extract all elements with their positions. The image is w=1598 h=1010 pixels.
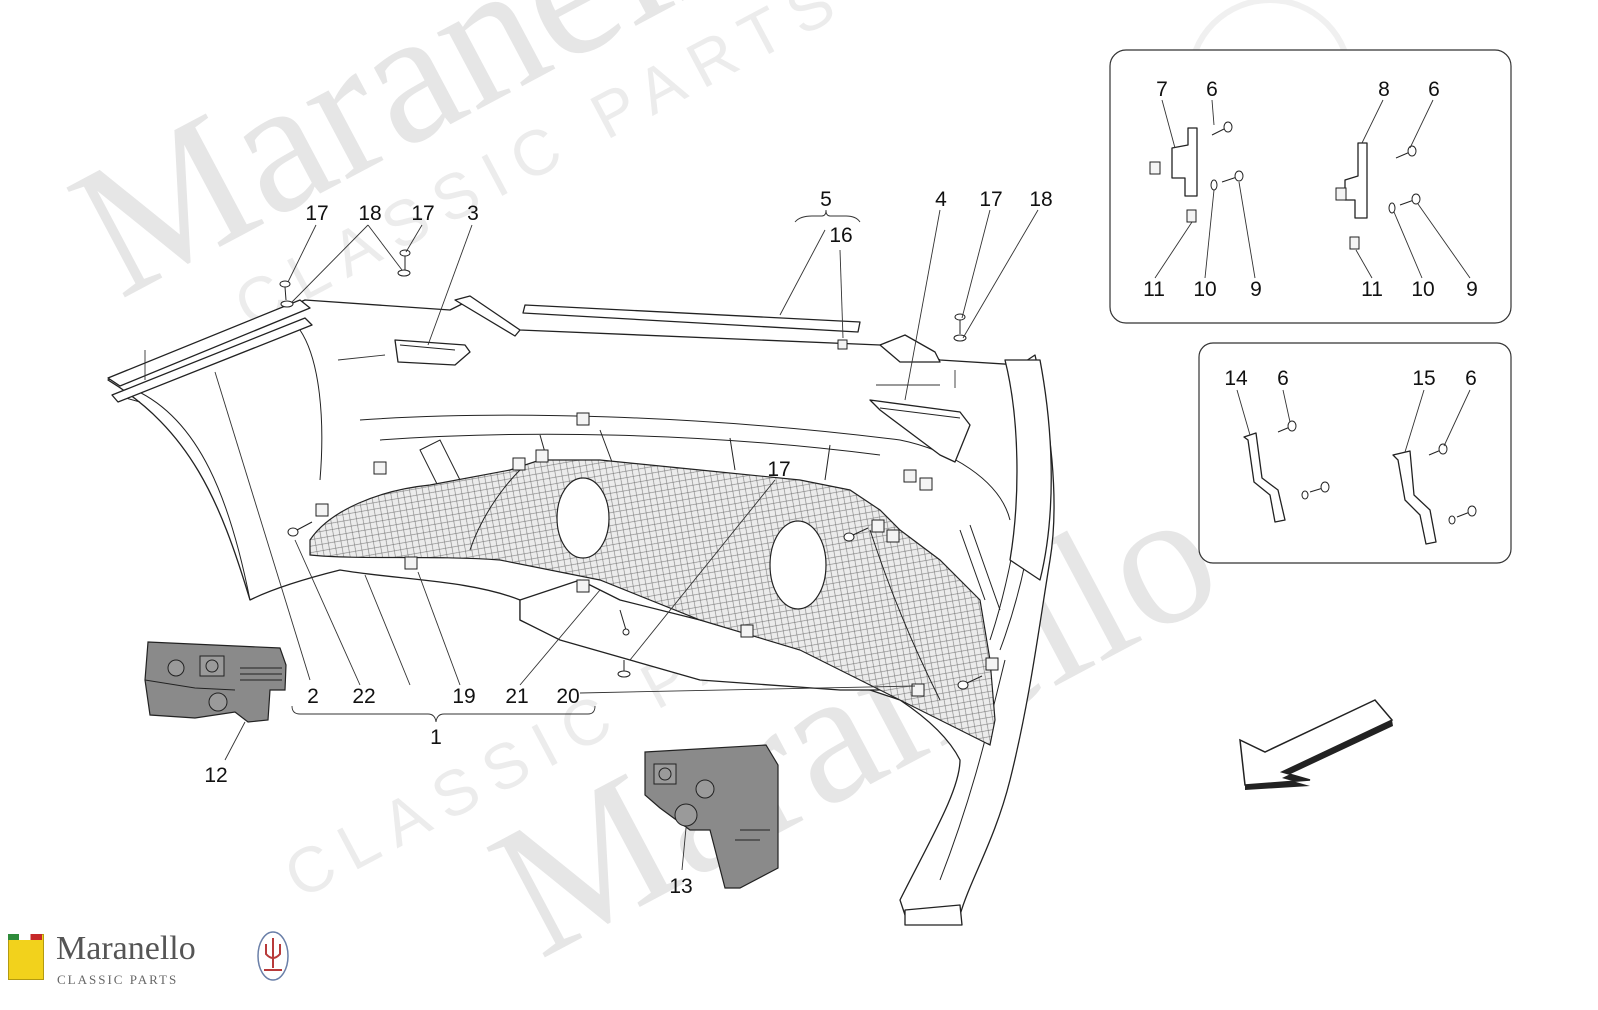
grille-clips [315, 412, 999, 697]
callout-21: 21 [505, 685, 528, 708]
shield-tricolor [8, 934, 42, 940]
logo-subtitle: CLASSIC PARTS [57, 972, 179, 987]
screw-grille-lower [957, 675, 983, 690]
inset-a-callout-10: 10 [1193, 278, 1216, 301]
bracket-3 [394, 339, 471, 366]
inset-bracket-14-15: 14 6 15 6 [1198, 342, 1512, 564]
trim-strip-5 [454, 295, 941, 363]
callout-12: 12 [204, 764, 227, 787]
callout-numbers: 17 18 17 3 5 16 4 17 18 17 2 22 19 21 20… [204, 188, 1052, 898]
screw-17-mid [397, 249, 411, 277]
callout-1: 1 [430, 726, 442, 749]
inset-b-callout-6b: 6 [1465, 367, 1477, 390]
screw-grille-right [843, 527, 869, 542]
inset-a-callout-9b: 9 [1466, 278, 1478, 301]
leader-lines [144, 209, 1039, 871]
inset-a-callout-11: 11 [1143, 278, 1165, 301]
maserati-trident-icon [257, 931, 289, 981]
callout-3: 3 [467, 202, 479, 225]
screw-17-left [279, 280, 294, 308]
callout-20: 20 [556, 685, 579, 708]
mesh-grille [309, 459, 996, 746]
bracket-4 [869, 399, 971, 463]
clip-16 [837, 339, 848, 350]
callout-4: 4 [935, 188, 947, 211]
ferrari-shield-icon [8, 934, 44, 980]
bumper-shell [107, 299, 1055, 926]
screw-17-right [953, 313, 967, 342]
sensor-housing-13 [644, 744, 779, 889]
callout-18: 18 [358, 202, 381, 225]
inset-a-callout-7: 7 [1156, 78, 1168, 101]
logo-name: Maranello [56, 930, 196, 967]
callout-17: 17 [305, 202, 328, 225]
callout-19: 19 [452, 685, 475, 708]
fasteners [279, 249, 983, 690]
arrow-icon [1239, 699, 1394, 790]
inset-a-callout-11b: 11 [1361, 278, 1383, 301]
inset-a-callout-6b: 6 [1428, 78, 1440, 101]
callout-16: 16 [829, 224, 852, 247]
inset-b-callout-6: 6 [1277, 367, 1289, 390]
callout-5: 5 [820, 188, 832, 211]
inset-b-callout-15: 15 [1412, 367, 1435, 390]
screw-22 [287, 521, 313, 537]
inset-a-callout-6: 6 [1206, 78, 1218, 101]
sensor-housing-12 [144, 641, 287, 723]
inset-a-callout-8: 8 [1378, 78, 1390, 101]
callout-17: 17 [767, 458, 790, 481]
callout-17: 17 [979, 188, 1002, 211]
callout-2: 2 [307, 685, 319, 708]
screw-17-lower [617, 660, 631, 678]
callout-22: 22 [352, 685, 375, 708]
inset-a-callout-9: 9 [1250, 278, 1262, 301]
callout-17: 17 [411, 202, 434, 225]
callout-13: 13 [669, 875, 692, 898]
callout-18: 18 [1029, 188, 1052, 211]
inset-a-callout-10b: 10 [1411, 278, 1434, 301]
inset-b-callout-14: 14 [1224, 367, 1248, 390]
inset-bracket-7-8: 7 6 11 10 9 8 6 11 10 9 [1109, 49, 1512, 324]
